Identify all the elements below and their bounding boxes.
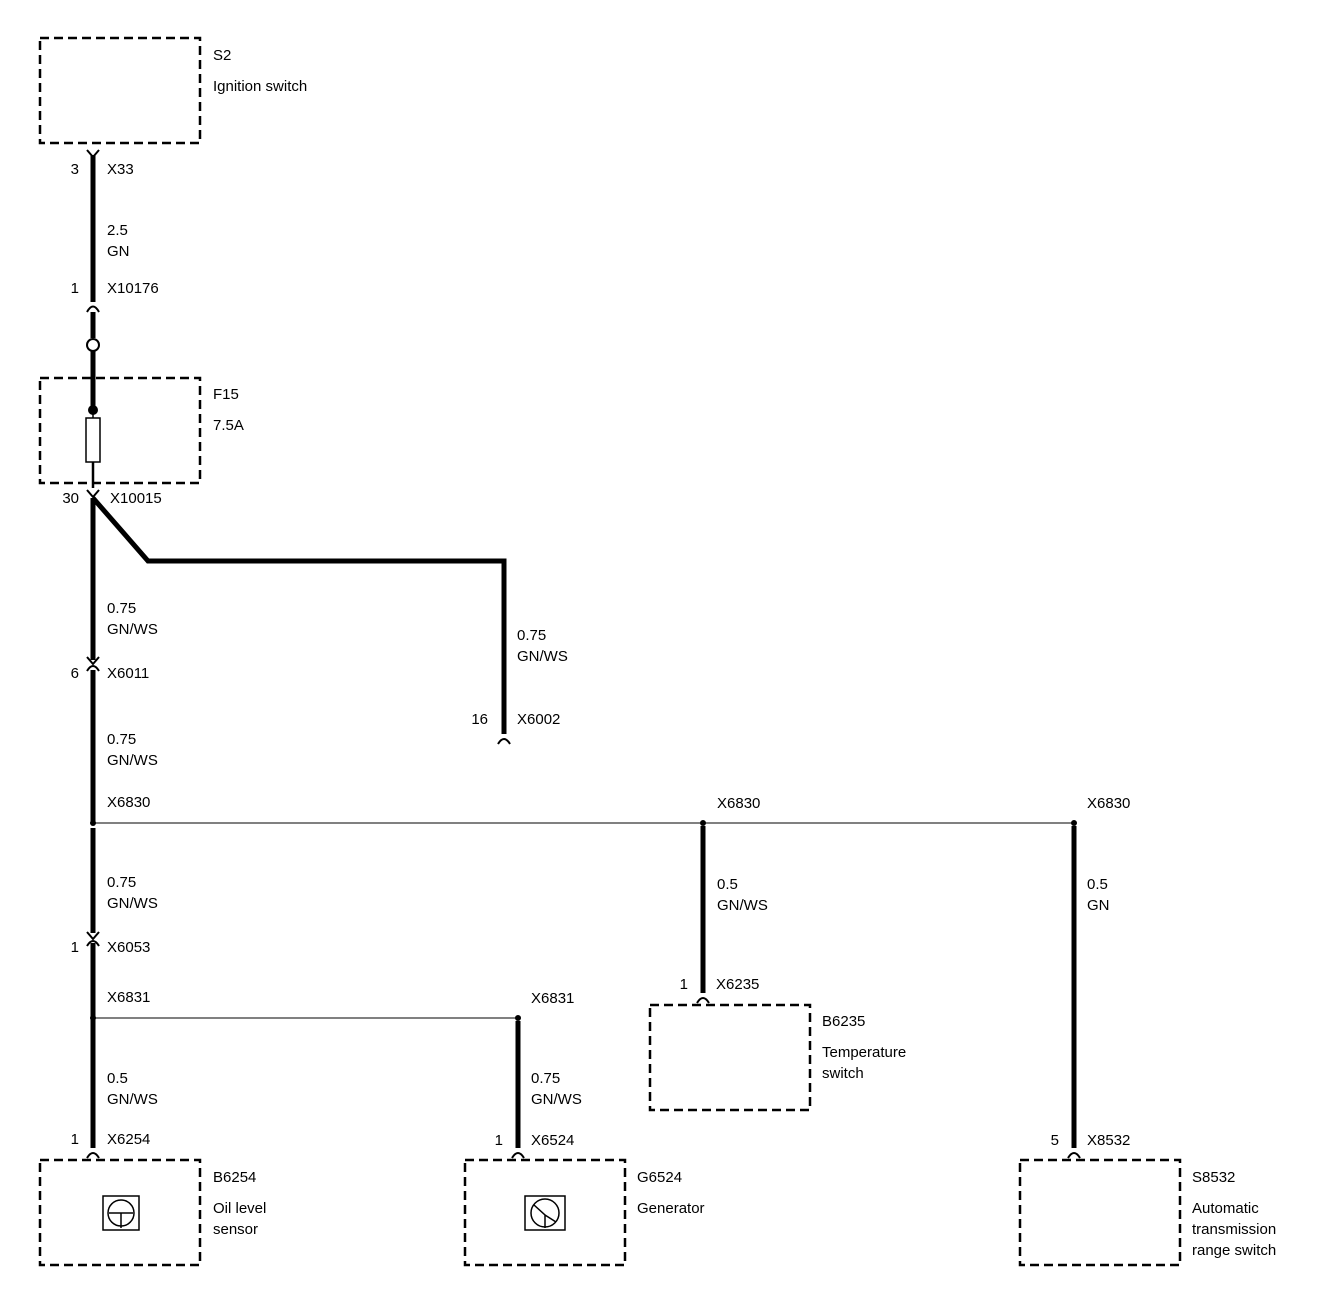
wire-branch-x6002 bbox=[91, 496, 507, 734]
fuse-icon bbox=[85, 417, 101, 463]
splice-name: X6830 bbox=[107, 794, 150, 811]
pin-x10176-icon bbox=[86, 305, 100, 313]
connector-name: X6254 bbox=[107, 1131, 150, 1148]
wire-color: GN bbox=[1087, 897, 1110, 914]
pin-x10015-icon bbox=[86, 489, 100, 499]
pin-x6235-icon bbox=[696, 997, 710, 1004]
temperature-switch-name-line1: Temperature bbox=[822, 1044, 906, 1061]
connector-pin: 3 bbox=[71, 161, 79, 178]
oil-level-sensor-id: B6254 bbox=[213, 1169, 256, 1186]
wire-color: GN/WS bbox=[107, 895, 158, 912]
connector-pin: 5 bbox=[1051, 1132, 1059, 1149]
temperature-switch-name-line2: switch bbox=[822, 1065, 864, 1082]
connector-name: X33 bbox=[107, 161, 134, 178]
connector-pin: 1 bbox=[71, 1131, 79, 1148]
pin-x6002-icon bbox=[497, 738, 511, 745]
pin-x33-icon bbox=[86, 149, 100, 159]
ignition-switch-box bbox=[38, 36, 202, 145]
fuse-id: F15 bbox=[213, 386, 239, 403]
connector-pin: 1 bbox=[71, 939, 79, 956]
connector-pin: 16 bbox=[471, 711, 488, 728]
splice-dot bbox=[90, 1015, 96, 1021]
ignition-switch-id: S2 bbox=[213, 47, 231, 64]
range-switch-name-line3: range switch bbox=[1192, 1242, 1276, 1259]
wire-color: GN/WS bbox=[107, 621, 158, 638]
pin-x6011-female-icon bbox=[86, 665, 100, 672]
oil-level-sensor-icon bbox=[102, 1195, 140, 1231]
connector-pin: 1 bbox=[71, 280, 79, 297]
splice-dot bbox=[1071, 820, 1077, 826]
pin-x6524-icon bbox=[511, 1152, 525, 1159]
wire-color: GN/WS bbox=[717, 897, 768, 914]
wire-size: 0.5 bbox=[717, 876, 738, 893]
pin-x6254-icon bbox=[86, 1152, 100, 1159]
temperature-switch-box bbox=[648, 1003, 812, 1112]
pin-x8532-icon bbox=[1067, 1152, 1081, 1159]
wire-color: GN/WS bbox=[107, 1091, 158, 1108]
wire-color: GN/WS bbox=[107, 752, 158, 769]
connector-name: X10176 bbox=[107, 280, 159, 297]
wire-size: 0.75 bbox=[107, 731, 136, 748]
wire-size: 0.75 bbox=[107, 600, 136, 617]
generator-icon bbox=[524, 1195, 566, 1231]
connector-pin: 6 bbox=[71, 665, 79, 682]
oil-level-sensor-box bbox=[38, 1158, 202, 1267]
temperature-switch-id: B6235 bbox=[822, 1013, 865, 1030]
connector-name: X6524 bbox=[531, 1132, 574, 1149]
fuse-rating: 7.5A bbox=[213, 417, 244, 434]
ignition-switch-name: Ignition switch bbox=[213, 78, 307, 95]
fuse-box bbox=[38, 376, 202, 485]
connector-pin: 30 bbox=[62, 490, 79, 507]
connector-name: X6235 bbox=[716, 976, 759, 993]
connector-name: X6011 bbox=[107, 665, 149, 682]
connector-name: X8532 bbox=[1087, 1132, 1130, 1149]
wire-size: 0.75 bbox=[107, 874, 136, 891]
oil-level-sensor-name-line1: Oil level bbox=[213, 1200, 266, 1217]
wire-size: 2.5 bbox=[107, 222, 128, 239]
wire-size: 0.5 bbox=[1087, 876, 1108, 893]
pin-x6011-male-icon bbox=[86, 656, 100, 666]
range-switch-name-line1: Automatic bbox=[1192, 1200, 1259, 1217]
range-switch-box bbox=[1018, 1158, 1182, 1267]
splice-name: X6831 bbox=[107, 989, 150, 1006]
wire-size: 0.75 bbox=[531, 1070, 560, 1087]
wire-color: GN bbox=[107, 243, 130, 260]
connector-pin: 1 bbox=[680, 976, 688, 993]
generator-box bbox=[463, 1158, 627, 1267]
connector-name: X10015 bbox=[110, 490, 162, 507]
range-switch-name-line2: transmission bbox=[1192, 1221, 1276, 1238]
splice-dot bbox=[90, 820, 96, 826]
connector-name: X6053 bbox=[107, 939, 150, 956]
connection-point-icon bbox=[86, 338, 100, 352]
fuse-terminal-dot bbox=[88, 405, 98, 415]
pin-x6053-female-icon bbox=[86, 940, 100, 947]
range-switch-id: S8532 bbox=[1192, 1169, 1235, 1186]
wire-color: GN/WS bbox=[531, 1091, 582, 1108]
connector-name: X6002 bbox=[517, 711, 560, 728]
wire-size: 0.5 bbox=[107, 1070, 128, 1087]
generator-id: G6524 bbox=[637, 1169, 682, 1186]
wire-size: 0.75 bbox=[517, 627, 546, 644]
splice-name: X6830 bbox=[717, 795, 760, 812]
connector-pin: 1 bbox=[495, 1132, 503, 1149]
oil-level-sensor-name-line2: sensor bbox=[213, 1221, 258, 1238]
splice-name: X6830 bbox=[1087, 795, 1130, 812]
splice-dot bbox=[515, 1015, 521, 1021]
wire-color: GN/WS bbox=[517, 648, 568, 665]
generator-name: Generator bbox=[637, 1200, 705, 1217]
splice-dot bbox=[700, 820, 706, 826]
pin-x6053-male-icon bbox=[86, 931, 100, 941]
splice-name: X6831 bbox=[531, 990, 574, 1007]
